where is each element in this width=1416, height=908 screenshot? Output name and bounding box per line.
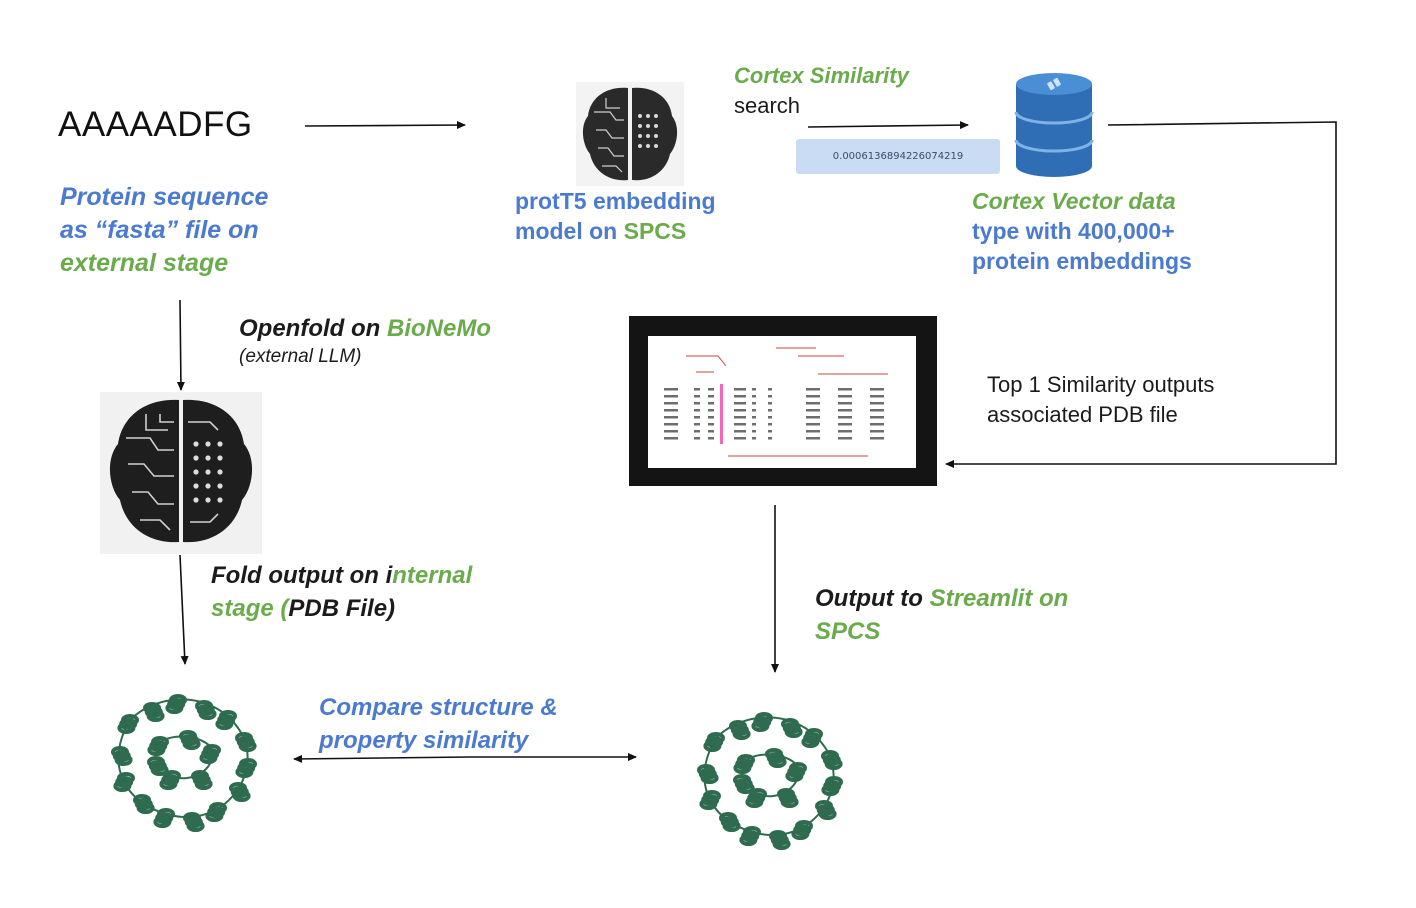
protein-sequence-line2: as “fasta” file on <box>60 216 259 244</box>
arrow-seq-to-openfold <box>176 299 185 391</box>
pdb-document-icon <box>629 316 937 486</box>
sequence-text: AAAAADFG <box>58 105 253 144</box>
brain-circuit-icon <box>576 82 684 186</box>
prott5-label: protT5 embedding model on SPCS <box>515 186 716 246</box>
fold-output-line2a: stage ( <box>211 595 289 622</box>
compare-label: Compare structure & property similarity <box>319 691 558 757</box>
vector-value-badge: 0.0006136894226074219 <box>796 139 1000 174</box>
output-streamlit-label: Output to Streamlit on SPCS <box>815 582 1068 648</box>
cortex-vector-label: Cortex Vector data type with 400,000+ pr… <box>972 186 1192 276</box>
prott5-line2a: model on <box>515 218 624 244</box>
output-streamlit-line2: SPCS <box>815 618 881 645</box>
protein-structure-icon <box>111 694 257 832</box>
fold-output-line1a: Fold output on i <box>211 562 393 589</box>
prott5-line2b: SPCS <box>623 218 687 244</box>
database-icon <box>1014 73 1094 177</box>
protein-sequence-line1: Protein sequence <box>60 183 269 211</box>
cortex-similarity-line2: search <box>734 93 801 118</box>
top1-label: Top 1 Similarity outputs associated PDB … <box>987 370 1214 430</box>
protein-structure-icon <box>697 712 843 850</box>
protein-sequence-line3: external stage <box>60 249 229 277</box>
cortex-similarity-label: Cortex Similarity search <box>734 61 909 121</box>
fold-output-line2b: PDB File) <box>288 595 396 622</box>
compare-line2: property similarity <box>319 727 529 754</box>
openfold-line1b: BioNeMo <box>386 315 491 342</box>
cortex-similarity-line1: Cortex Similarity <box>734 63 909 88</box>
arrow-compare-left <box>293 754 471 763</box>
arrow-openfold-to-structure <box>179 554 189 665</box>
openfold-line1a: Openfold on <box>239 315 387 342</box>
top1-line2: associated PDB file <box>987 402 1178 427</box>
arrow-search-to-db <box>807 121 969 130</box>
top1-line1: Top 1 Similarity outputs <box>987 372 1215 397</box>
protein-sequence-label: Protein sequence as “fasta” file on exte… <box>60 181 268 280</box>
arrow-db-to-pdb <box>945 121 1337 468</box>
output-streamlit-line1b: Streamlit on <box>929 585 1069 612</box>
openfold-line2: (external LLM) <box>239 346 362 367</box>
openfold-label: Openfold on BioNeMo (external LLM) <box>239 313 491 369</box>
arrow-seq-to-prott5 <box>304 121 466 130</box>
fold-output-line1b: nternal <box>392 562 473 589</box>
cortex-vector-line2: type with 400,000+ <box>972 218 1175 244</box>
cortex-vector-line1: Cortex Vector data <box>972 188 1176 214</box>
fold-output-label: Fold output on internal stage (PDB File) <box>211 559 472 625</box>
output-streamlit-line1a: Output to <box>815 585 930 612</box>
brain-circuit-icon <box>100 392 262 554</box>
compare-line1: Compare structure & <box>319 694 558 721</box>
cortex-vector-line3: protein embeddings <box>972 248 1192 274</box>
prott5-line1: protT5 embedding <box>515 188 716 214</box>
